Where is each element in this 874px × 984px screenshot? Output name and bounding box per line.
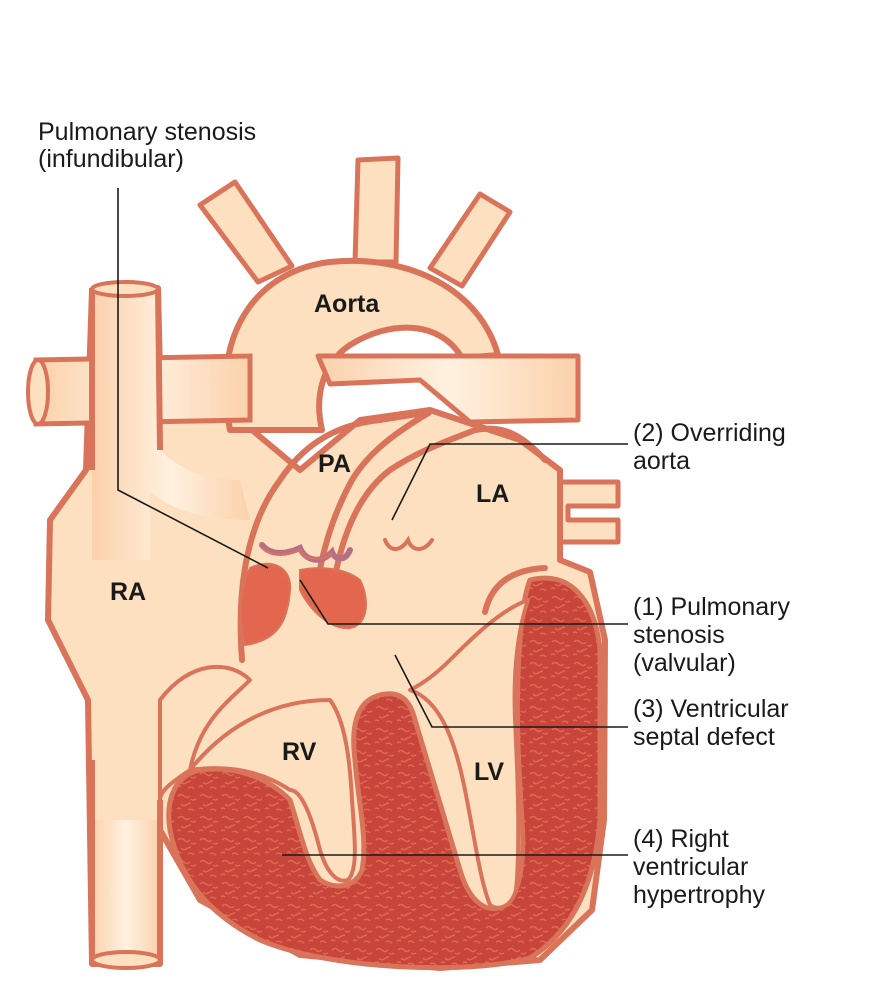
pulmonary-valve <box>259 542 353 563</box>
label-rv: RV <box>282 738 317 766</box>
callout-overriding-line-2: aorta <box>633 447 690 475</box>
callout-infundibular-line-2: (infundibular) <box>38 145 184 173</box>
callout-vsd-line-1: (3) Ventricular <box>633 695 789 723</box>
left-ventricle-cavity <box>408 598 530 910</box>
pulmonary-artery-trunk <box>237 409 548 663</box>
callout-valvular-line-3: (valvular) <box>633 649 736 677</box>
callout-infundibular: Pulmonary stenosis (infundibular) <box>38 118 256 173</box>
aortic-valve <box>383 535 434 551</box>
callout-valvular-line-2: stenosis <box>633 621 725 649</box>
callout-valvular-line-1: (1) Pulmonary <box>633 593 790 621</box>
callout-vsd: (3) Ventricular septal defect <box>633 695 789 751</box>
callout-rvh: (4) Right ventricular hypertrophy <box>633 825 766 909</box>
label-lv: LV <box>474 758 504 786</box>
leader-overriding-aorta <box>391 443 628 521</box>
callout-overriding-aorta: (2) Overriding aorta <box>633 419 786 475</box>
label-la: LA <box>476 480 509 508</box>
inferior-vena-cava <box>89 760 163 970</box>
label-pa: PA <box>318 450 351 478</box>
label-ra: RA <box>110 578 146 606</box>
callout-infundibular-line-1: Pulmonary stenosis <box>38 118 256 146</box>
right-ventricle-cavity <box>188 698 357 883</box>
infundibular-stenosis <box>239 562 367 647</box>
callout-rvh-line-3: hypertrophy <box>633 881 766 909</box>
pulmonary-veins <box>557 479 621 545</box>
callout-rvh-line-2: ventricular <box>633 853 748 881</box>
chamber-labels: Aorta PA LA RA RV LV <box>110 290 509 786</box>
callout-overriding-line-1: (2) Overriding <box>633 419 786 447</box>
leader-lines <box>117 188 628 856</box>
right-atrium <box>158 665 252 802</box>
vena-cava <box>89 280 250 560</box>
callout-rvh-line-1: (4) Right <box>633 825 729 853</box>
callout-valvular: (1) Pulmonary stenosis (valvular) <box>633 593 790 677</box>
callout-vsd-line-2: septal defect <box>633 723 775 751</box>
label-aorta: Aorta <box>314 290 380 318</box>
leader-infundibular <box>117 188 269 569</box>
leader-valvular <box>299 579 628 625</box>
leader-vsd <box>394 654 628 728</box>
